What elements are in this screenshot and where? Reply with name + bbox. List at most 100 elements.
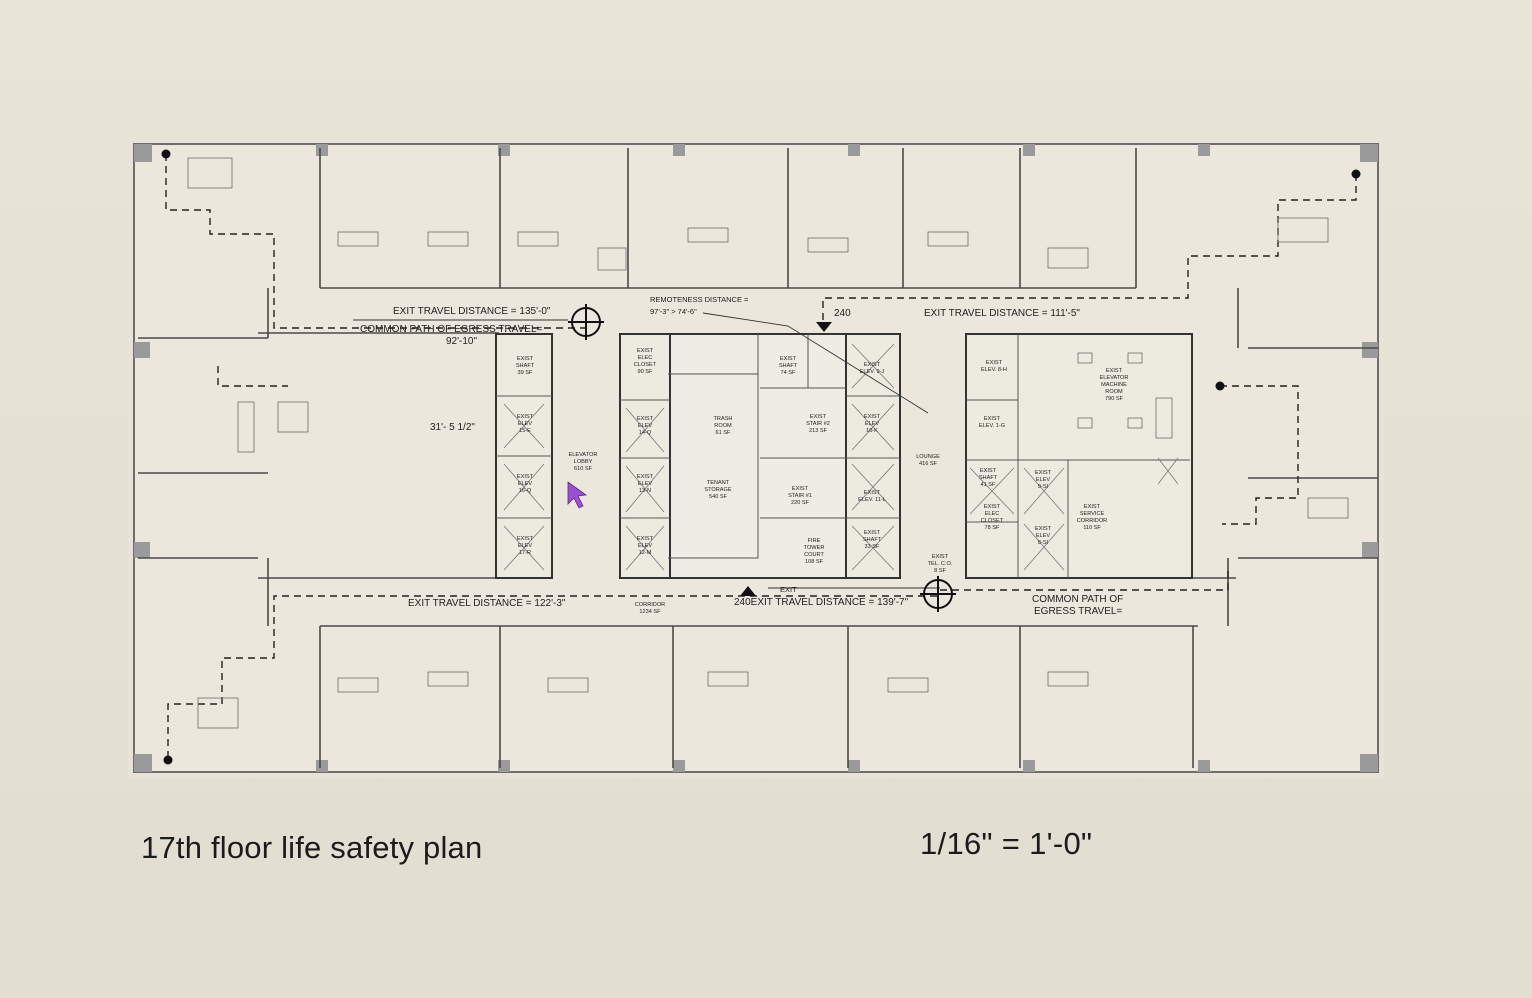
core-partitions [496,334,1190,578]
annotation-common-path-se: COMMON PATH OF [1032,594,1123,605]
plan-annotations: EXIT TRAVEL DISTANCE = 135'-0"COMMON PAT… [360,295,1123,617]
room-label-line: STAIR #2 [806,421,830,427]
room-label-line: EXIST [517,536,534,542]
room-label-line: 78 SF [985,525,1001,531]
room-label-line: EXIST [637,536,654,542]
room-label-line: EXIST [864,362,881,368]
room-label-line: EXIST [517,474,534,480]
room-label-line: ELEV [638,423,653,429]
room-label-line: EXIST [932,554,949,560]
room-label-line: 33 SF [865,544,881,550]
annotation-num-240-top: 240 [834,308,851,319]
room-label-line: EXIST [1035,526,1052,532]
room-label-line: STAIR #1 [788,493,812,499]
room-label-line: EXIST [792,486,809,492]
room-label-line: 90 SF [638,369,654,375]
room-label-line: 8-SI [1038,540,1049,546]
room-fixtures [187,157,1349,729]
room-label-line: MACHINE [1101,382,1127,388]
room-label-line: ROOM [1105,389,1123,395]
room-label-line: 10-K [866,428,878,434]
room-label-line: CLOSET [634,362,657,368]
room-label-line: 39 SF [518,370,534,376]
target-markers [568,304,956,612]
room-label-line: ELEVATOR [1100,375,1129,381]
room-label-line: EXIST [1035,470,1052,476]
room-label-line: EXIST [986,360,1003,366]
room-label-line: EXIST [1106,368,1123,374]
annotation-common-path-nw: COMMON PATH OF EGRESS TRAVEL= [360,324,543,335]
room-label-line: ELEV. 11-L [858,497,886,503]
room-label-line: FIRE [808,538,821,544]
plan-caption: 17th floor life safety plan [141,830,483,865]
exit-arrows [740,322,832,596]
room-label-line: CORRIDOR [635,602,665,608]
room-label-line: EXIST [517,356,534,362]
room-label-line: ELEV [638,543,653,549]
room-label-line: EXIST [980,468,997,474]
room-label-line: ELEV [865,421,880,427]
room-label-line: 540 SF [709,494,728,500]
room-label-line: ELEV. 8-H [981,367,1007,373]
room-label-line: SHAFT [779,363,798,369]
room-label-line: 213 SF [809,428,828,434]
annotation-exit-travel-sw: EXIT TRAVEL DISTANCE = 122'-3" [408,598,566,609]
room-label-line: 110 SF [1083,525,1101,531]
room-label-line: TEL. C.O. [928,561,953,567]
annotation-exit-travel-s: 240EXIT TRAVEL DISTANCE = 139'-7" [734,597,909,608]
room-label-line: 41 SF [981,482,997,488]
mouse-cursor-icon [567,481,588,509]
room-label-line: 12-M [639,550,652,556]
room-label-line: ELEVATOR [569,452,598,458]
room-label-line: EXIST [864,530,881,536]
annotation-remoteness-value: 97'-3" > 74'-6" [650,307,697,316]
egress-endpoints [161,149,1361,765]
room-label-line: EXIST [517,414,534,420]
travel-lines [353,312,940,589]
room-label-line: LOBBY [574,459,593,465]
room-label-line: 8 SF [934,568,946,574]
floor-plan: EXIT TRAVEL DISTANCE = 135'-0"COMMON PAT… [128,138,1384,778]
floor-plan-drawing: EXIT TRAVEL DISTANCE = 135'-0"COMMON PAT… [133,143,1379,773]
room-label-line: ELEC [638,355,653,361]
room-label-line: TOWER [804,545,825,551]
room-label-line: EXIST [864,490,881,496]
annotation-dimension: 31'- 5 1/2" [430,422,475,433]
room-label-line: EXIST [1084,504,1101,510]
annotation-exit-travel-ne: EXIT TRAVEL DISTANCE = 111'-5" [924,308,1080,319]
room-label-line: EXIST [984,504,1001,510]
room-label-line: ELEC [985,511,1000,517]
room-label-line: SHAFT [979,475,998,481]
columns [134,144,1378,772]
room-label-line: TRASH [714,416,733,422]
room-label-line: 61 SF [716,430,732,436]
room-label-line: 9-SI [1038,484,1049,490]
room-label-line: 13-N [639,488,651,494]
room-label-line: EXIST [637,348,654,354]
scale-label: 1/16" = 1'-0" [920,826,1093,861]
room-label-line: SERVICE [1080,511,1105,517]
annotation-exit-label: EXIT [780,585,797,594]
room-label-line: ELEV [1036,533,1051,539]
room-label-line: EXIST [637,474,654,480]
room-label-line: ELEV [518,543,533,549]
